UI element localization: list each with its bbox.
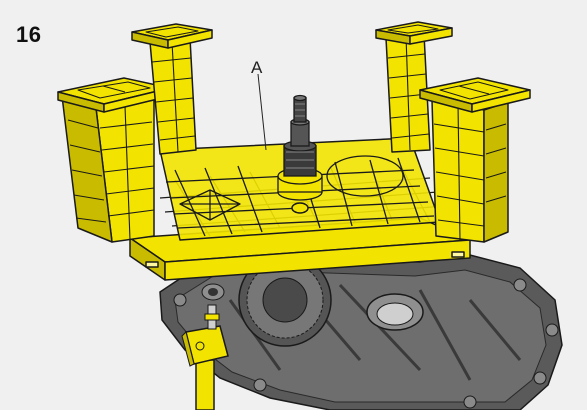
- callout-leader-line: [257, 73, 267, 151]
- step-number: 16: [16, 22, 42, 47]
- tool-shaft: [277, 94, 323, 201]
- stand-post: [181, 304, 229, 410]
- yellow-support-fixture: [57, 21, 531, 281]
- callout-label-a: A: [251, 58, 263, 77]
